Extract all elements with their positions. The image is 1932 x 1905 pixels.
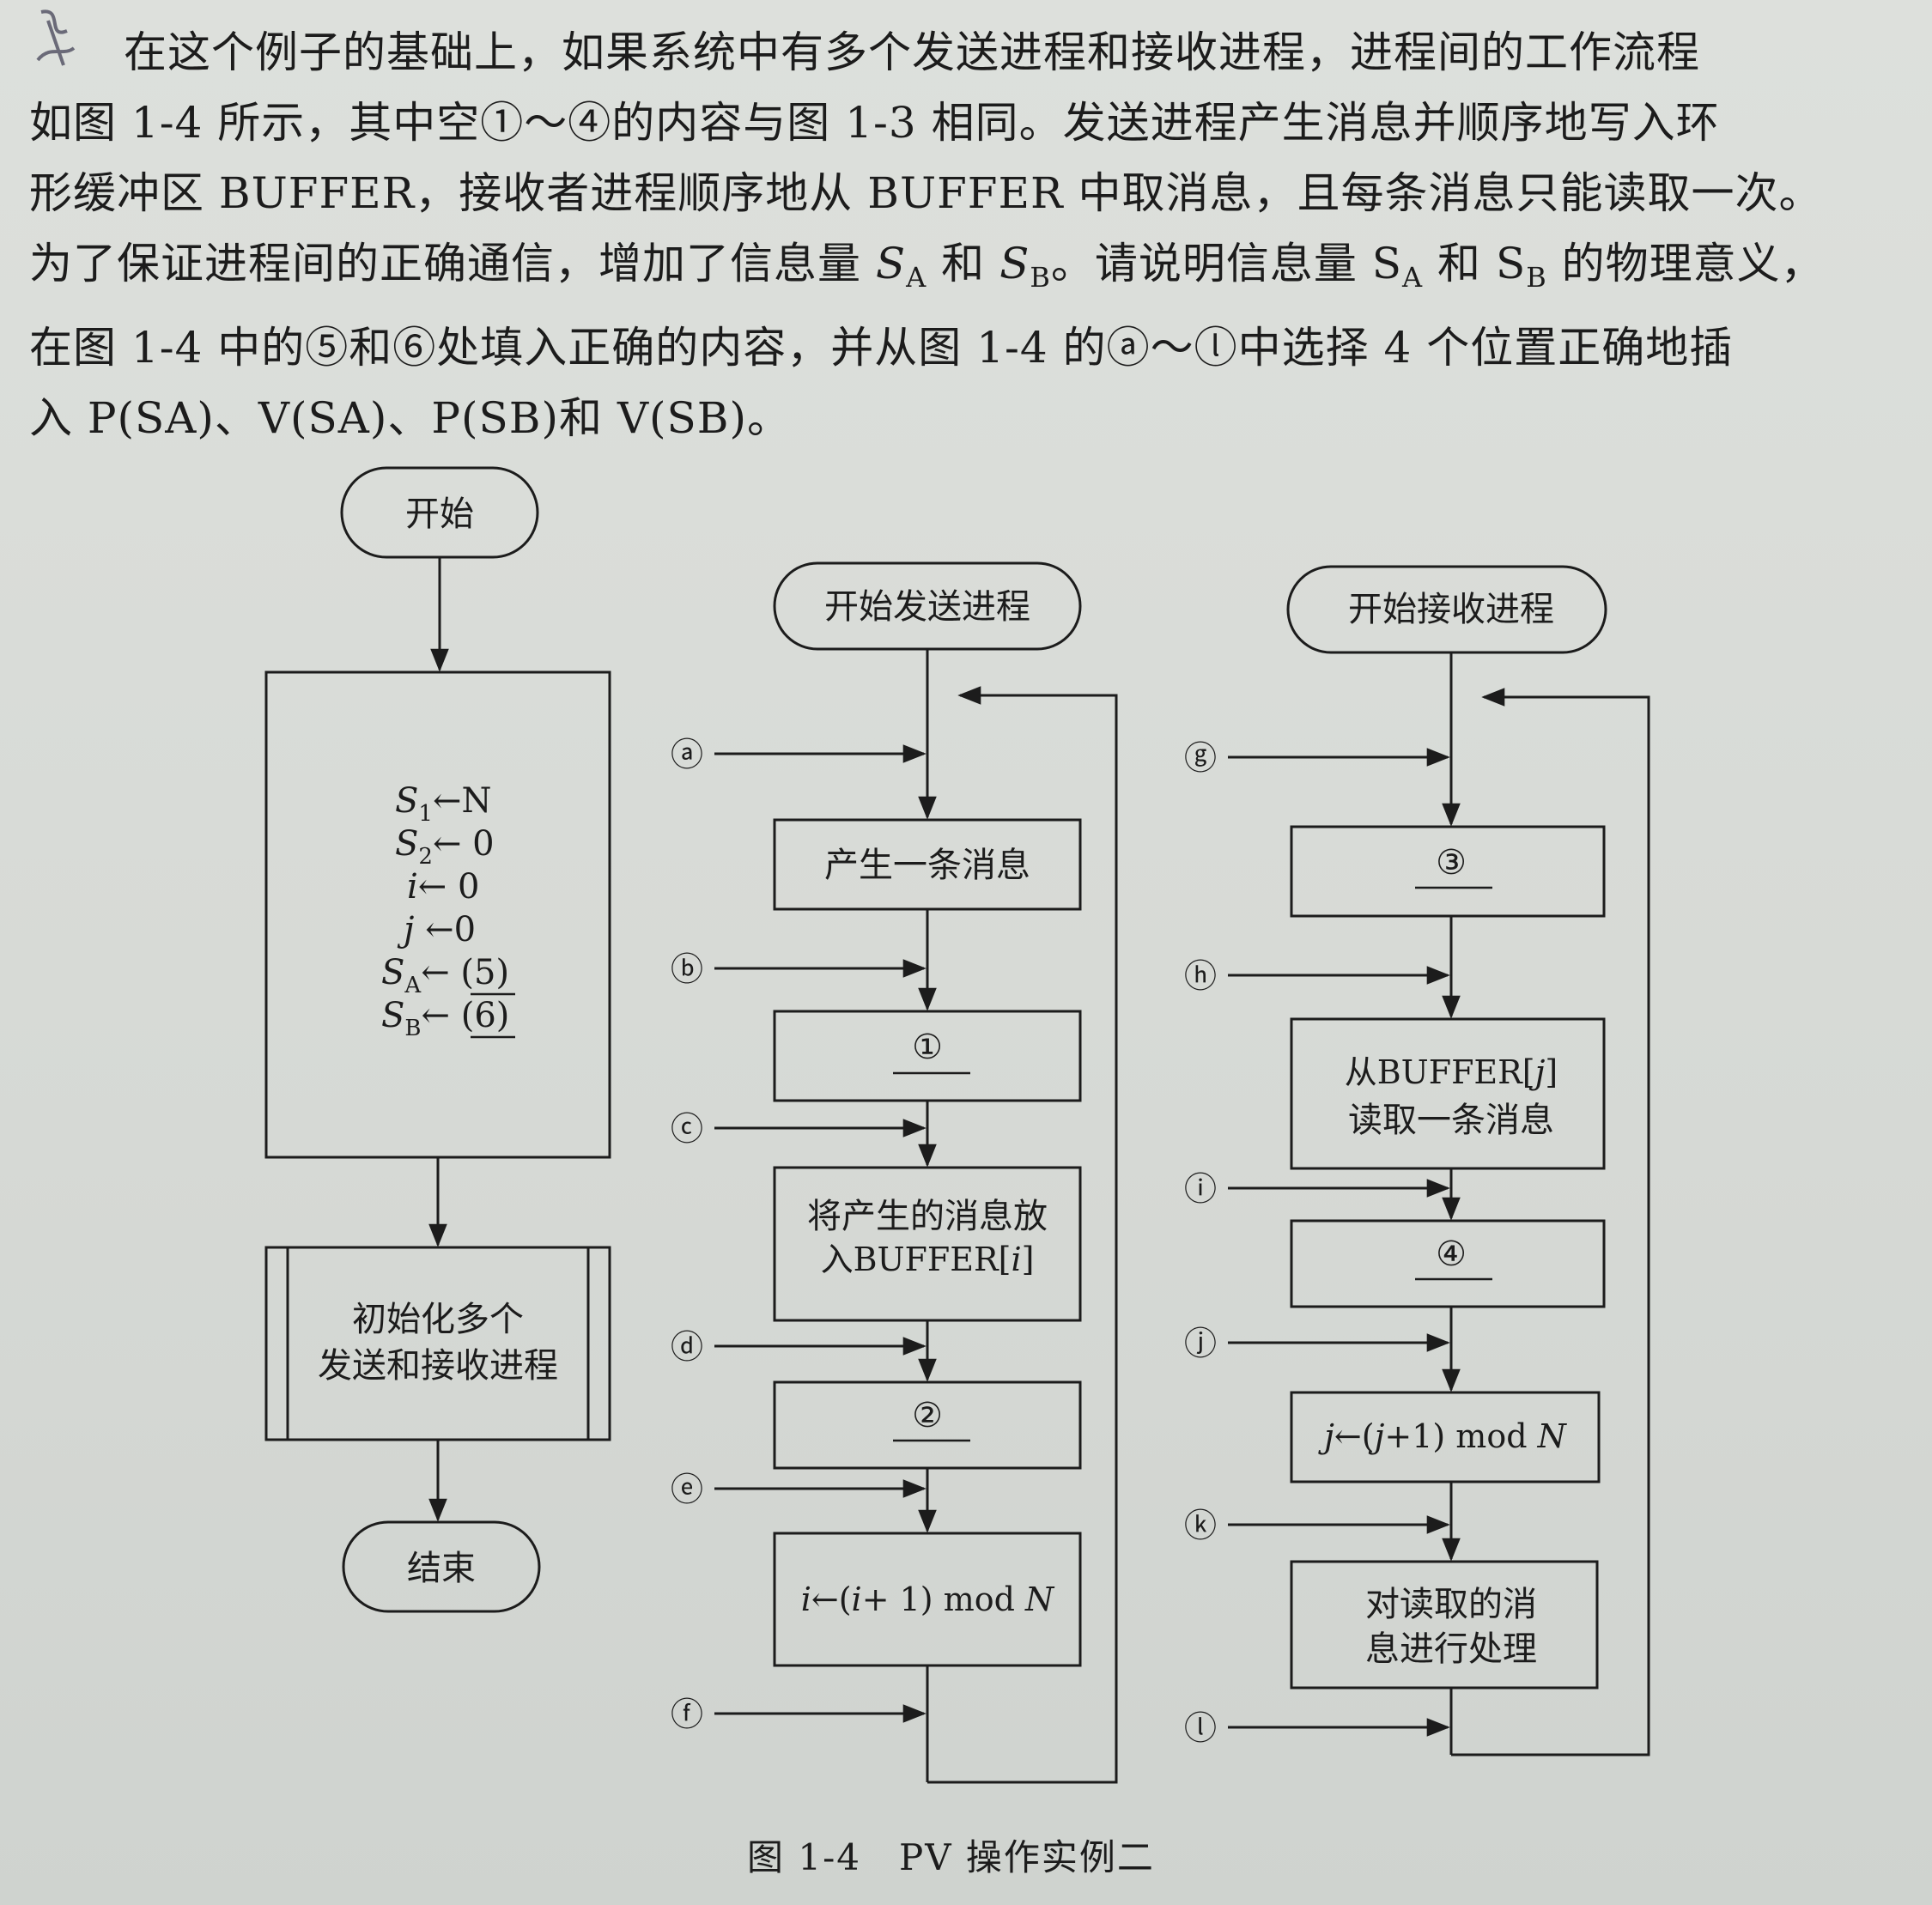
recv-box-5-line2: 息进行处理 xyxy=(1365,1629,1537,1669)
recv-box-1-text: ③ xyxy=(1436,843,1467,883)
left-process-line1: 初始化多个 xyxy=(352,1300,524,1339)
blank-6: (6) xyxy=(461,996,510,1035)
recv-box-1 xyxy=(1290,825,1606,918)
send-loop-line xyxy=(927,686,1118,1784)
recv-box-5-line1: 对读取的消 xyxy=(1365,1585,1537,1624)
blank-5: (5) xyxy=(460,953,509,992)
left-process-box xyxy=(264,1246,611,1441)
para-line-4: 为了保证进程间的正确通信，增加了信息量 SA 和 SB。请说明信息量 SA 和 … xyxy=(29,239,1825,294)
para-line-5: 在图 1-4 中的⑤和⑥处填入正确的内容，并从图 1-4 的ⓐ～ⓛ中选择 4 个… xyxy=(29,323,1734,373)
send-insertion-points: ⓐ ⓑ ⓒ ⓓ ⓔ ⓕ xyxy=(671,736,927,1733)
recv-box-3-text: ④ xyxy=(1436,1235,1467,1274)
recv-insertion-points: ⓖ ⓗ ⓘ ⓙ ⓚ ⓛ xyxy=(1184,739,1450,1747)
para-line-1: 在这个例子的基础上，如果系统中有多个发送进程和接收进程，进程间的工作流程 xyxy=(124,27,1700,77)
point-g: ⓖ xyxy=(1184,739,1217,777)
svg-text:i← 0: i← 0 xyxy=(407,867,479,907)
send-box-5 xyxy=(773,1532,1082,1667)
point-l: ⓛ xyxy=(1184,1709,1217,1747)
point-j: ⓙ xyxy=(1184,1325,1217,1362)
recv-start-terminal xyxy=(1286,565,1607,654)
left-start-text: 开始 xyxy=(405,494,474,534)
svg-text:j ←0: j ←0 xyxy=(397,910,476,949)
para-line-6: 入 P(SA)、V(SA)、P(SB)和 V(SB)。 xyxy=(29,393,792,443)
svg-text:S2← 0: S2← 0 xyxy=(395,824,495,870)
point-h: ⓗ xyxy=(1184,957,1217,995)
recv-box-2 xyxy=(1290,1017,1606,1170)
send-box-4-text: ② xyxy=(912,1396,943,1435)
problem-paragraph: 在这个例子的基础上，如果系统中有多个发送进程和接收进程，进程间的工作流程 如图 … xyxy=(29,17,1910,453)
recv-box-2-line1: 从BUFFER[j] xyxy=(1345,1053,1558,1091)
point-c: ⓒ xyxy=(671,1110,703,1148)
recv-start-text: 开始接收进程 xyxy=(1348,590,1554,629)
pencil-mark-icon xyxy=(36,9,76,66)
left-end-terminal xyxy=(342,1520,541,1613)
para-line-3: 形缓冲区 BUFFER，接收者进程顺序地从 BUFFER 中取消息，且每条消息只… xyxy=(29,168,1823,218)
point-d: ⓓ xyxy=(671,1328,703,1366)
point-a: ⓐ xyxy=(671,736,703,774)
send-box-1-text: 产生一条消息 xyxy=(824,846,1030,885)
send-box-3-line2: 入BUFFER[i] xyxy=(821,1241,1035,1278)
point-f: ⓕ xyxy=(671,1696,703,1733)
recv-box-5 xyxy=(1290,1560,1599,1690)
left-process-line2: 发送和接收进程 xyxy=(318,1346,558,1386)
svg-text:SB← (6): SB← (6) xyxy=(381,996,509,1041)
figure-caption: 图 1-4 PV 操作实例二 xyxy=(747,1836,1155,1878)
point-b: ⓑ xyxy=(671,950,703,988)
point-k: ⓚ xyxy=(1184,1507,1217,1544)
send-box-5-text: i←(i+ 1) mod N xyxy=(801,1580,1055,1618)
recv-loop-line xyxy=(1451,688,1650,1756)
recv-box-3 xyxy=(1290,1219,1606,1308)
svg-text:S1←N: S1←N xyxy=(395,781,491,827)
para-line-2: 如图 1-4 所示，其中空①～④的内容与图 1-3 相同。发送进程产生消息并顺序… xyxy=(29,98,1720,148)
send-box-2-text: ① xyxy=(912,1028,943,1067)
point-e: ⓔ xyxy=(671,1471,703,1508)
svg-text:SA← (5): SA← (5) xyxy=(381,953,509,998)
recv-box-2-line2: 读取一条消息 xyxy=(1348,1101,1554,1140)
send-start-text: 开始发送进程 xyxy=(824,587,1030,627)
recv-box-4-text: j←(j+1) mod N xyxy=(1318,1417,1568,1455)
left-end-text: 结束 xyxy=(407,1549,476,1588)
recv-box-4 xyxy=(1290,1391,1601,1483)
send-box-3-line1: 将产生的消息放 xyxy=(807,1197,1048,1236)
point-i: ⓘ xyxy=(1184,1170,1217,1208)
left-init-text: S1←N S2← 0 i← 0 j ←0 SA← (5) SB← (6) xyxy=(381,781,509,1041)
